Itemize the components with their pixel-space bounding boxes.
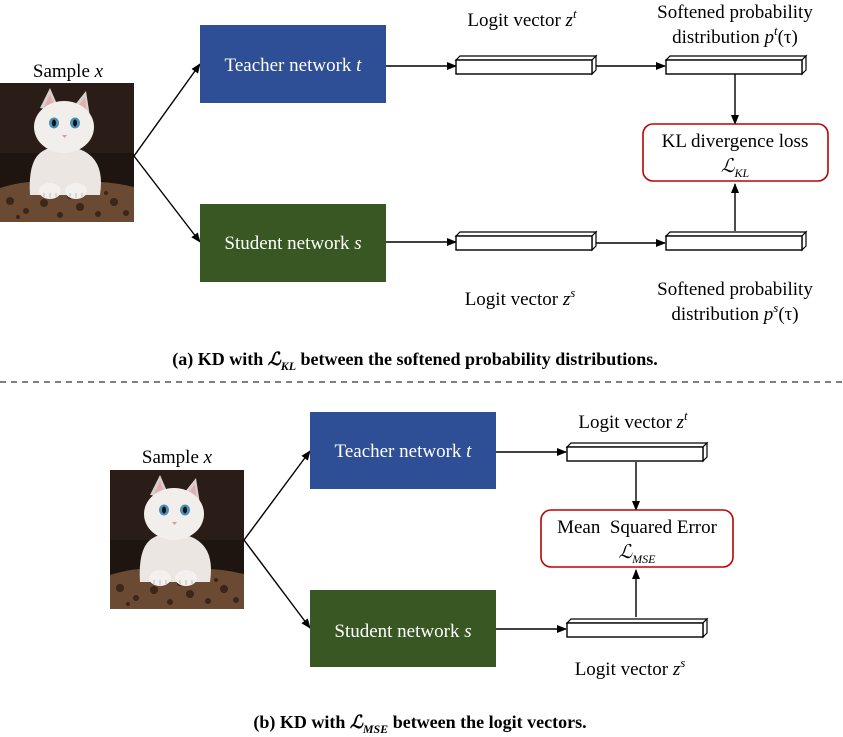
b-teacher-logit-vector <box>566 442 708 462</box>
a-student-network-box <box>200 204 386 282</box>
b-kitten-image <box>109 469 245 610</box>
a-student-soft-label-line1: Softened probability <box>657 279 813 300</box>
b-mse-loss-symbol: ℒMSE <box>618 541 656 566</box>
a-kl-loss-box <box>642 123 829 182</box>
b-student-logit-vector <box>566 618 708 638</box>
a-teacher-network-box <box>200 25 386 103</box>
a-student-network-label: Student network s <box>224 233 361 254</box>
b-student-network-label: Student network s <box>334 621 471 642</box>
a-teacher-soft-label-line1: Softened probability <box>657 2 813 23</box>
b-teacher-logit-label: Logit vector zt <box>578 408 688 433</box>
b-student-network-box <box>310 590 496 667</box>
a-kl-loss-symbol: ℒKL <box>721 155 750 180</box>
a-student-soft-label-line2: distribution ps(τ) <box>671 300 798 325</box>
a-caption: (a) KD with ℒKL between the softened pro… <box>172 349 658 373</box>
a-sample-label: Sample x <box>33 61 104 82</box>
a-kitten-image <box>0 82 135 223</box>
b-mse-loss-label: Mean Squared Error <box>557 517 718 538</box>
b-sample-label: Sample x <box>142 447 213 468</box>
a-kl-loss-label: KL divergence loss <box>662 131 809 152</box>
a-teacher-soft-distribution <box>665 55 807 75</box>
a-student-logit-label: Logit vector zs <box>465 285 576 310</box>
b-arrow-sample-student <box>243 539 311 629</box>
b-teacher-network-box <box>310 412 496 489</box>
b-caption: (b) KD with ℒMSE between the logit vecto… <box>253 712 586 736</box>
b-arrow-sample-teacher <box>243 450 311 541</box>
a-arrow-sample-teacher <box>133 63 201 157</box>
a-teacher-logit-vector <box>455 55 597 75</box>
b-teacher-network-label: Teacher network t <box>335 441 473 462</box>
a-teacher-network-label: Teacher network t <box>225 55 363 76</box>
b-student-logit-label: Logit vector zs <box>575 655 686 680</box>
a-teacher-logit-label: Logit vector zt <box>467 6 577 31</box>
a-teacher-soft-label-line2: distribution pt(τ) <box>672 23 798 48</box>
a-student-soft-distribution <box>665 231 807 251</box>
b-mse-loss-box <box>540 509 734 568</box>
a-arrow-sample-student <box>133 155 201 243</box>
a-student-logit-vector <box>455 231 597 251</box>
